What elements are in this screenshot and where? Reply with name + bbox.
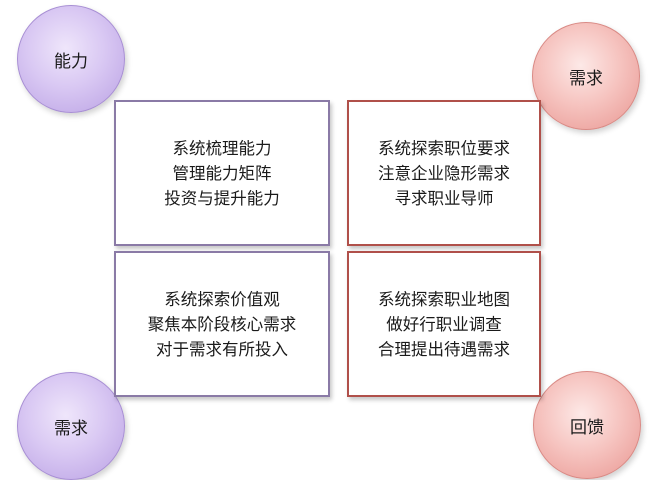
- position-demand-box: 系统探索职位要求 注意企业隐形需求 寻求职业导师: [347, 100, 541, 246]
- value-demand-line-2: 聚焦本阶段核心需求: [147, 314, 297, 334]
- demand-circle-top-label: 需求: [569, 68, 603, 89]
- feedback-circle-label: 回馈: [570, 417, 604, 438]
- ability-circle: 能力: [17, 5, 125, 113]
- ability-line-2: 管理能力矩阵: [172, 163, 272, 183]
- demand-circle-bottom-label: 需求: [54, 418, 88, 439]
- feedback-line-1: 系统探索职业地图: [378, 289, 510, 309]
- position-demand-line-2: 注意企业隐形需求: [378, 163, 510, 183]
- position-demand-line-3: 寻求职业导师: [394, 188, 494, 208]
- position-demand-line-1: 系统探索职位要求: [378, 138, 510, 158]
- demand-circle-top: 需求: [532, 22, 640, 130]
- ability-circle-label: 能力: [54, 51, 88, 72]
- value-demand-line-1: 系统探索价值观: [164, 289, 280, 309]
- feedback-line-3: 合理提出待遇需求: [378, 339, 510, 359]
- value-demand-line-3: 对于需求有所投入: [156, 339, 288, 359]
- ability-line-3: 投资与提升能力: [164, 188, 280, 208]
- feedback-box: 系统探索职业地图 做好行职业调查 合理提出待遇需求: [347, 251, 541, 397]
- ability-box: 系统梳理能力 管理能力矩阵 投资与提升能力: [114, 100, 330, 246]
- feedback-line-2: 做好行职业调查: [386, 314, 502, 334]
- value-demand-box: 系统探索价值观 聚焦本阶段核心需求 对于需求有所投入: [114, 251, 330, 397]
- feedback-circle: 回馈: [533, 371, 641, 479]
- ability-line-1: 系统梳理能力: [172, 138, 272, 158]
- demand-circle-bottom: 需求: [17, 372, 125, 480]
